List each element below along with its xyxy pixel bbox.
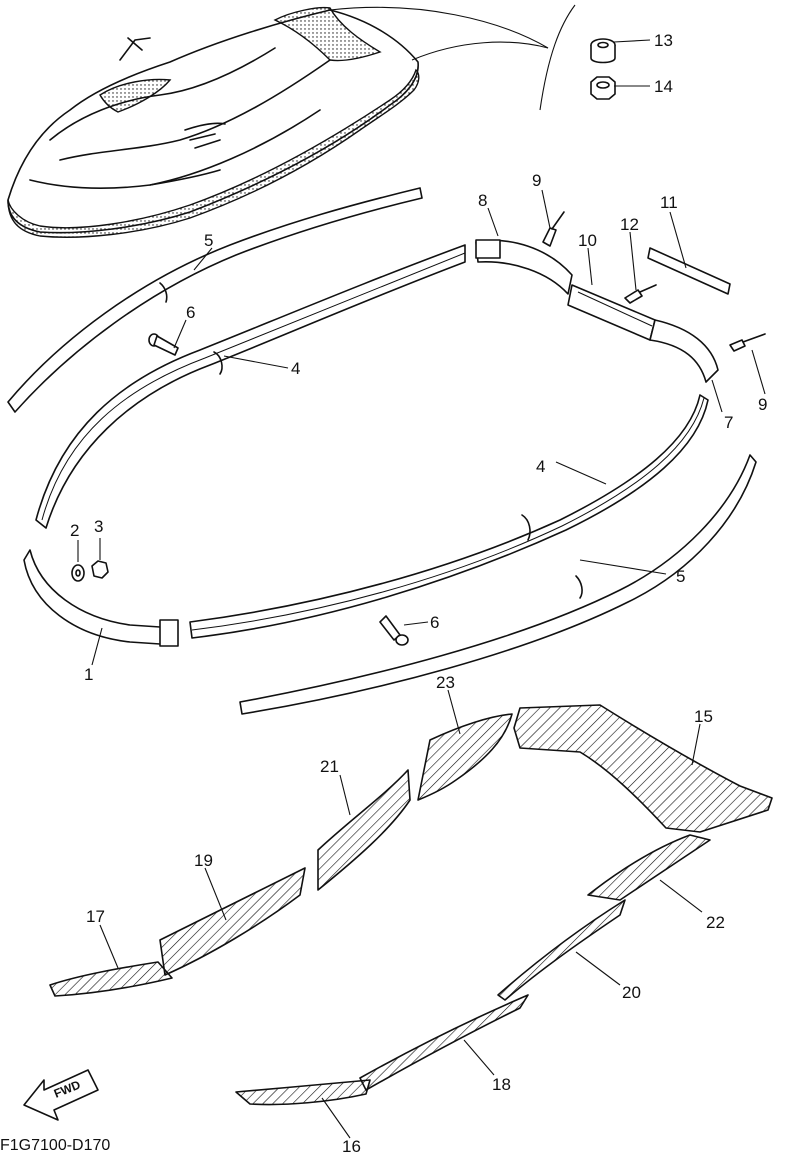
callout-17: 17: [86, 907, 105, 926]
callout-22: 22: [706, 913, 725, 932]
leader-lines: [77, 39, 766, 1139]
part-7-rear-corner: [649, 319, 719, 383]
callout-5-lower: 5: [676, 567, 685, 586]
part-9-rivet-upper: [542, 211, 565, 247]
part-21-mat: [317, 769, 411, 891]
callout-6-lower: 6: [430, 613, 439, 632]
part-5-bumper-strip-upper: [7, 187, 423, 413]
callout-5-upper: 5: [204, 231, 213, 250]
part-15-mat: [513, 704, 773, 833]
fwd-arrow-icon: FWD: [23, 1069, 99, 1121]
part-19-mat: [159, 867, 306, 976]
detail-pointer-lines: [329, 4, 576, 111]
part-5-bumper-strip-lower: [239, 454, 757, 715]
callout-9-upper: 9: [532, 171, 541, 190]
callout-21: 21: [320, 757, 339, 776]
callout-8: 8: [478, 191, 487, 210]
part-22-mat: [587, 834, 711, 901]
callout-13: 13: [654, 31, 673, 50]
callout-7: 7: [724, 413, 733, 432]
callout-11: 11: [660, 193, 678, 212]
part-6-screw-lower: [379, 615, 409, 646]
part-4-rail-lower: [189, 394, 709, 639]
part-5-clip-lower: [575, 575, 583, 599]
callout-20: 20: [622, 983, 641, 1002]
callout-12: 12: [620, 215, 639, 234]
callout-18: 18: [492, 1075, 511, 1094]
part-20-mat: [497, 899, 626, 1001]
part-5-clip-upper: [159, 282, 168, 303]
part-23-mat: [417, 713, 513, 801]
part-4-clip-lower: [521, 514, 531, 541]
part-17-mat: [49, 961, 173, 997]
callout-9-lower: 9: [758, 395, 767, 414]
callout-6-upper: 6: [186, 303, 195, 322]
callout-23: 23: [436, 673, 455, 692]
callout-19: 19: [194, 851, 213, 870]
callout-16: 16: [342, 1137, 361, 1153]
callout-labels: 13 14 5 6 4 8 9 10 12 11 9 7 4 5 2 3 6 1…: [70, 31, 767, 1153]
part-6-screw-upper: [148, 333, 179, 356]
callout-4-lower: 4: [536, 457, 545, 476]
callout-3: 3: [94, 517, 103, 536]
callout-14: 14: [654, 77, 673, 96]
diagram-code: F1G7100-D170: [0, 1137, 110, 1153]
part-18-mat: [359, 994, 529, 1091]
callout-10: 10: [578, 231, 597, 250]
part-14-nut: [590, 76, 616, 100]
part-16-mat: [235, 1079, 371, 1106]
part-13-collar: [590, 38, 616, 64]
part-9-rivet-lower: [729, 333, 766, 352]
part-2-washer: [71, 564, 85, 582]
callout-15: 15: [694, 707, 713, 726]
callout-4-upper: 4: [291, 359, 300, 378]
part-11-strip: [647, 247, 731, 295]
watercraft-illustration: [7, 6, 420, 238]
callout-1: 1: [84, 665, 93, 684]
part-4-clip-upper: [213, 351, 223, 375]
part-4-rail-upper: [35, 244, 466, 529]
part-3-nut: [91, 560, 109, 579]
part-12-rivet: [624, 284, 657, 304]
callout-2: 2: [70, 521, 79, 540]
